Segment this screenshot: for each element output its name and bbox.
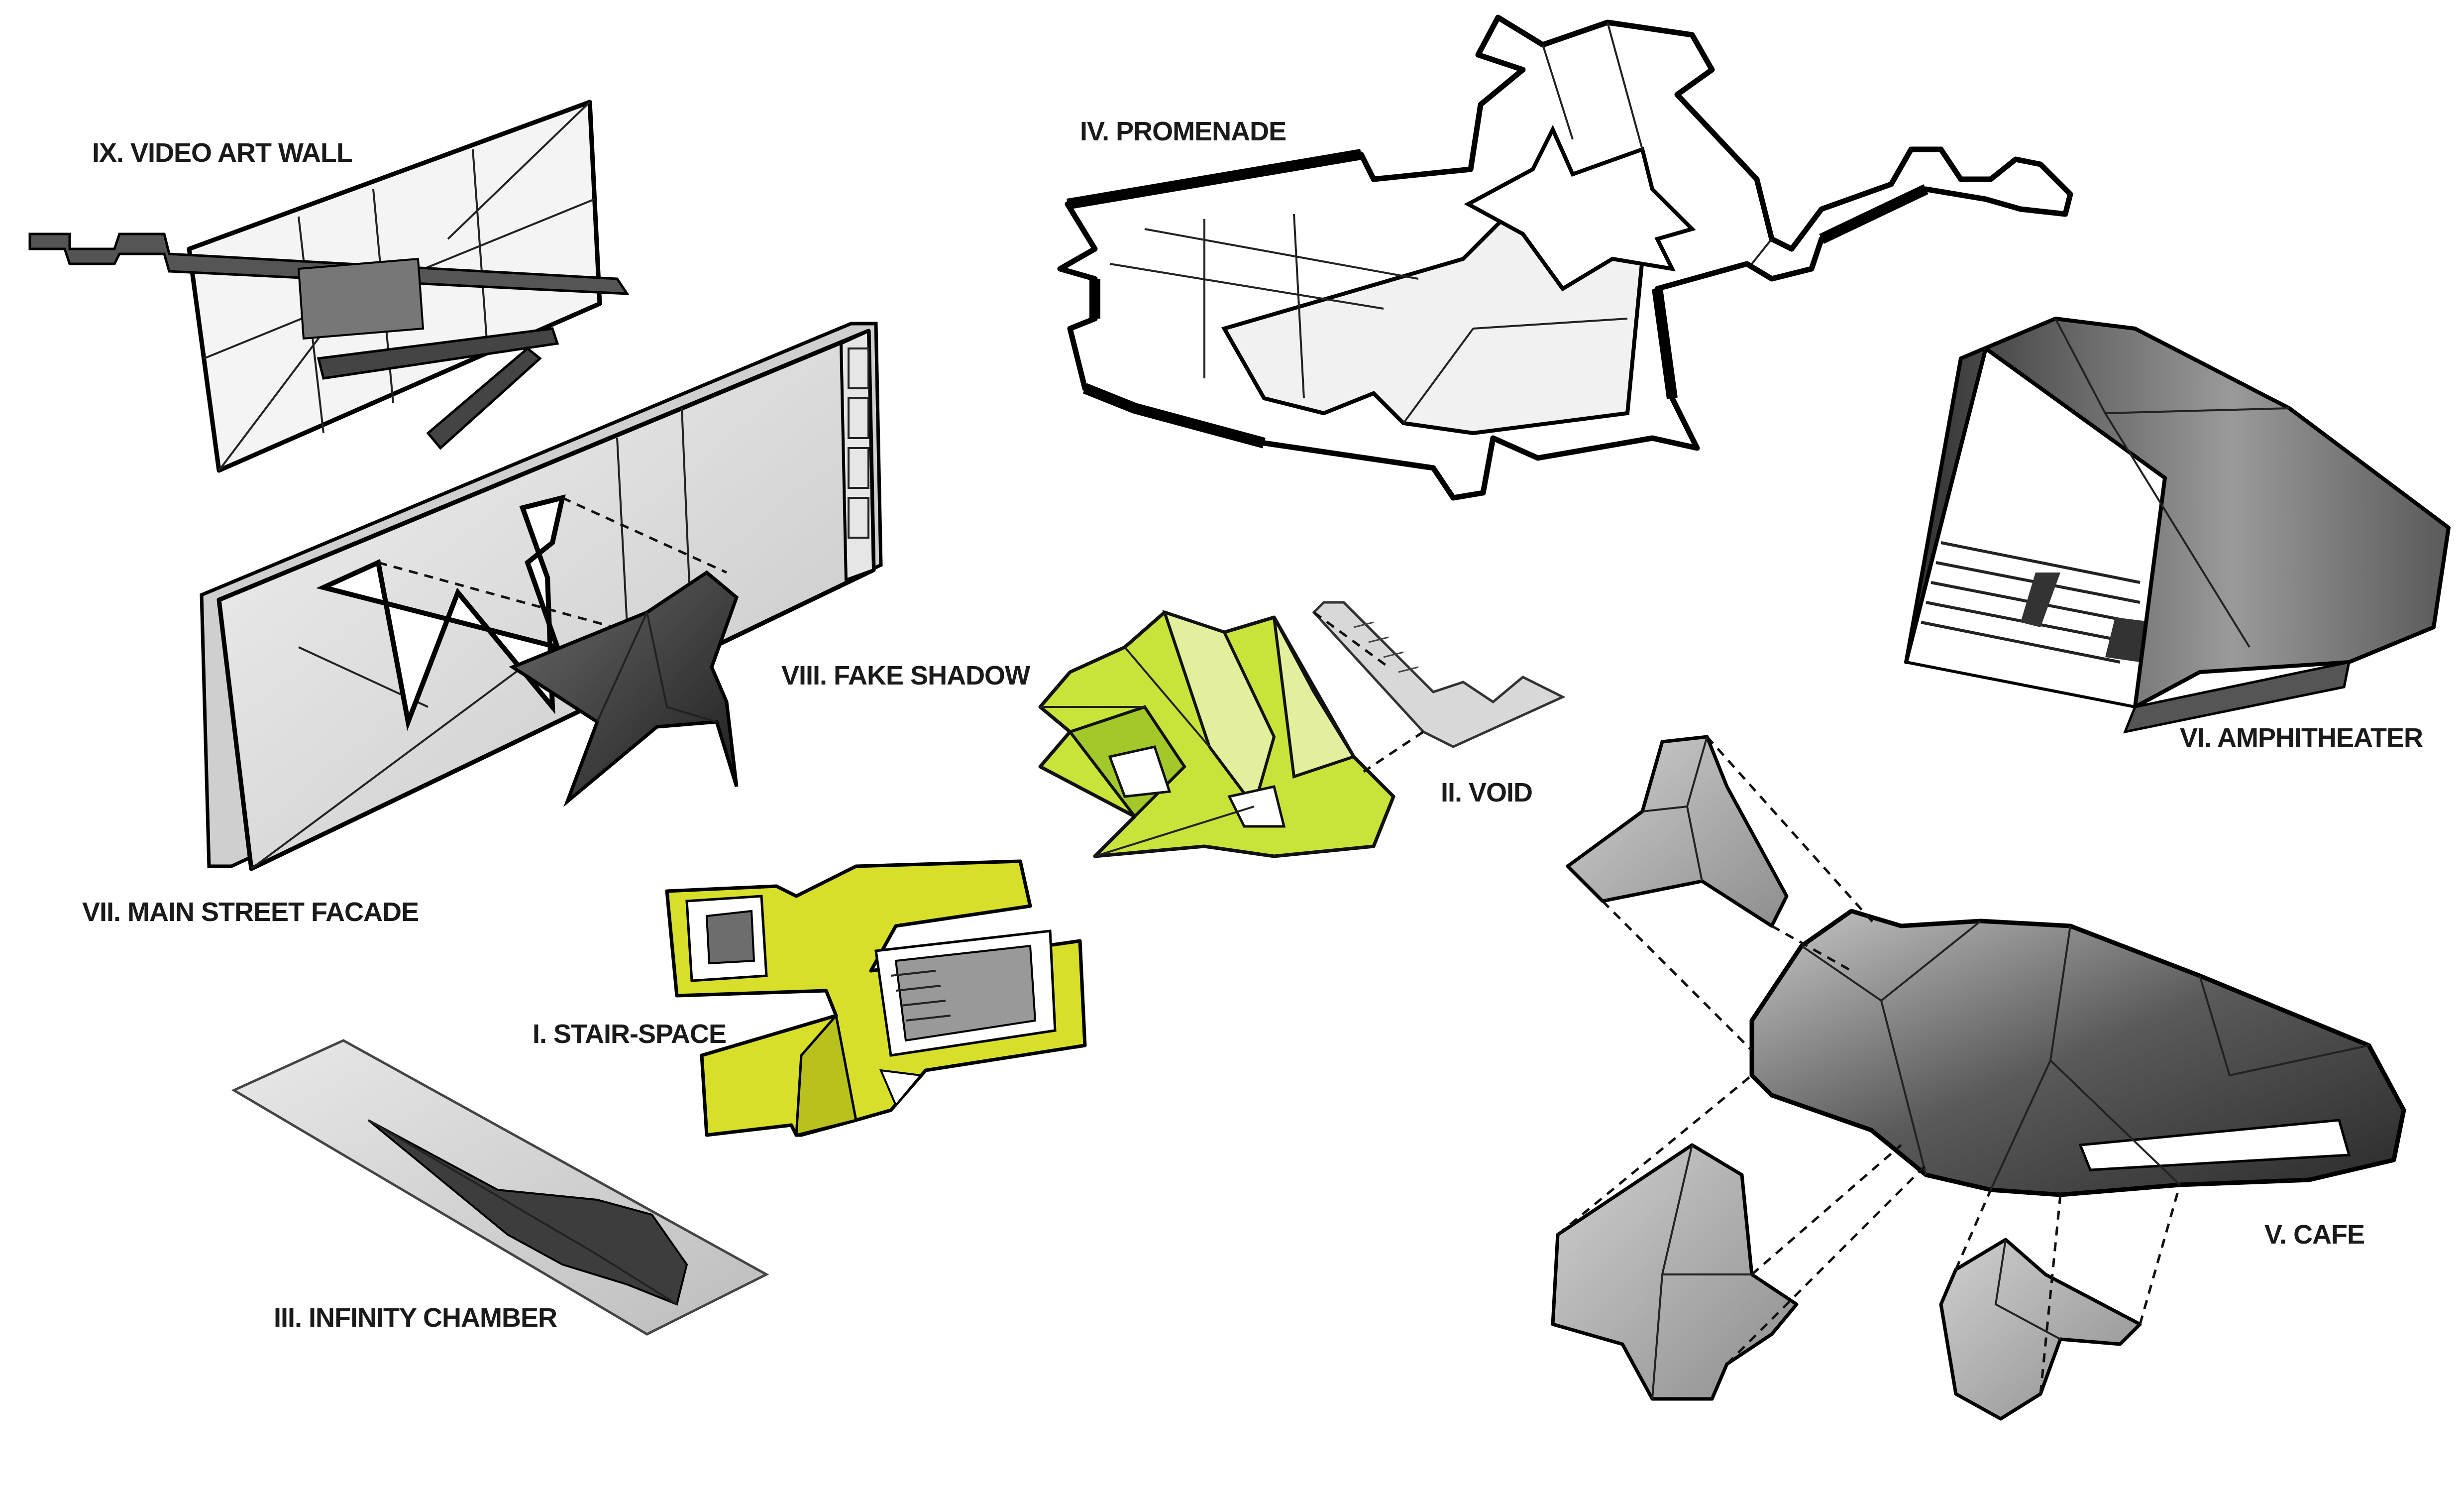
- cafe-label: V. CAFE: [2264, 1220, 2364, 1250]
- fake-shadow-label: VIII. FAKE SHADOW: [781, 661, 1030, 690]
- void-label: II. VOID: [1441, 778, 1532, 807]
- cafe-drawing: [1551, 735, 2406, 1421]
- fake-shadow-drawing: [509, 570, 739, 807]
- promenade-label: IV. PROMENADE: [1080, 116, 1286, 146]
- video-art-wall-drawing: [28, 100, 630, 473]
- promenade-drawing: [1057, 14, 2073, 501]
- video-art-wall-label: IX. VIDEO ART WALL: [92, 138, 352, 168]
- stair-space-drawing: [665, 859, 1087, 1137]
- amphitheater-drawing: [1904, 317, 2451, 734]
- stair-space-label: I. STAIR-SPACE: [533, 1019, 726, 1049]
- main-street-facade-drawing: [200, 322, 883, 871]
- infinity-chamber-drawing: [231, 1039, 769, 1336]
- void-drawing: [1038, 601, 1566, 858]
- main-street-facade-label: VII. MAIN STREET FACADE: [82, 897, 419, 927]
- amphitheater-label: VI. AMPHITHEATER: [2180, 723, 2423, 753]
- infinity-chamber-label: III. INFINITY CHAMBER: [274, 1303, 557, 1333]
